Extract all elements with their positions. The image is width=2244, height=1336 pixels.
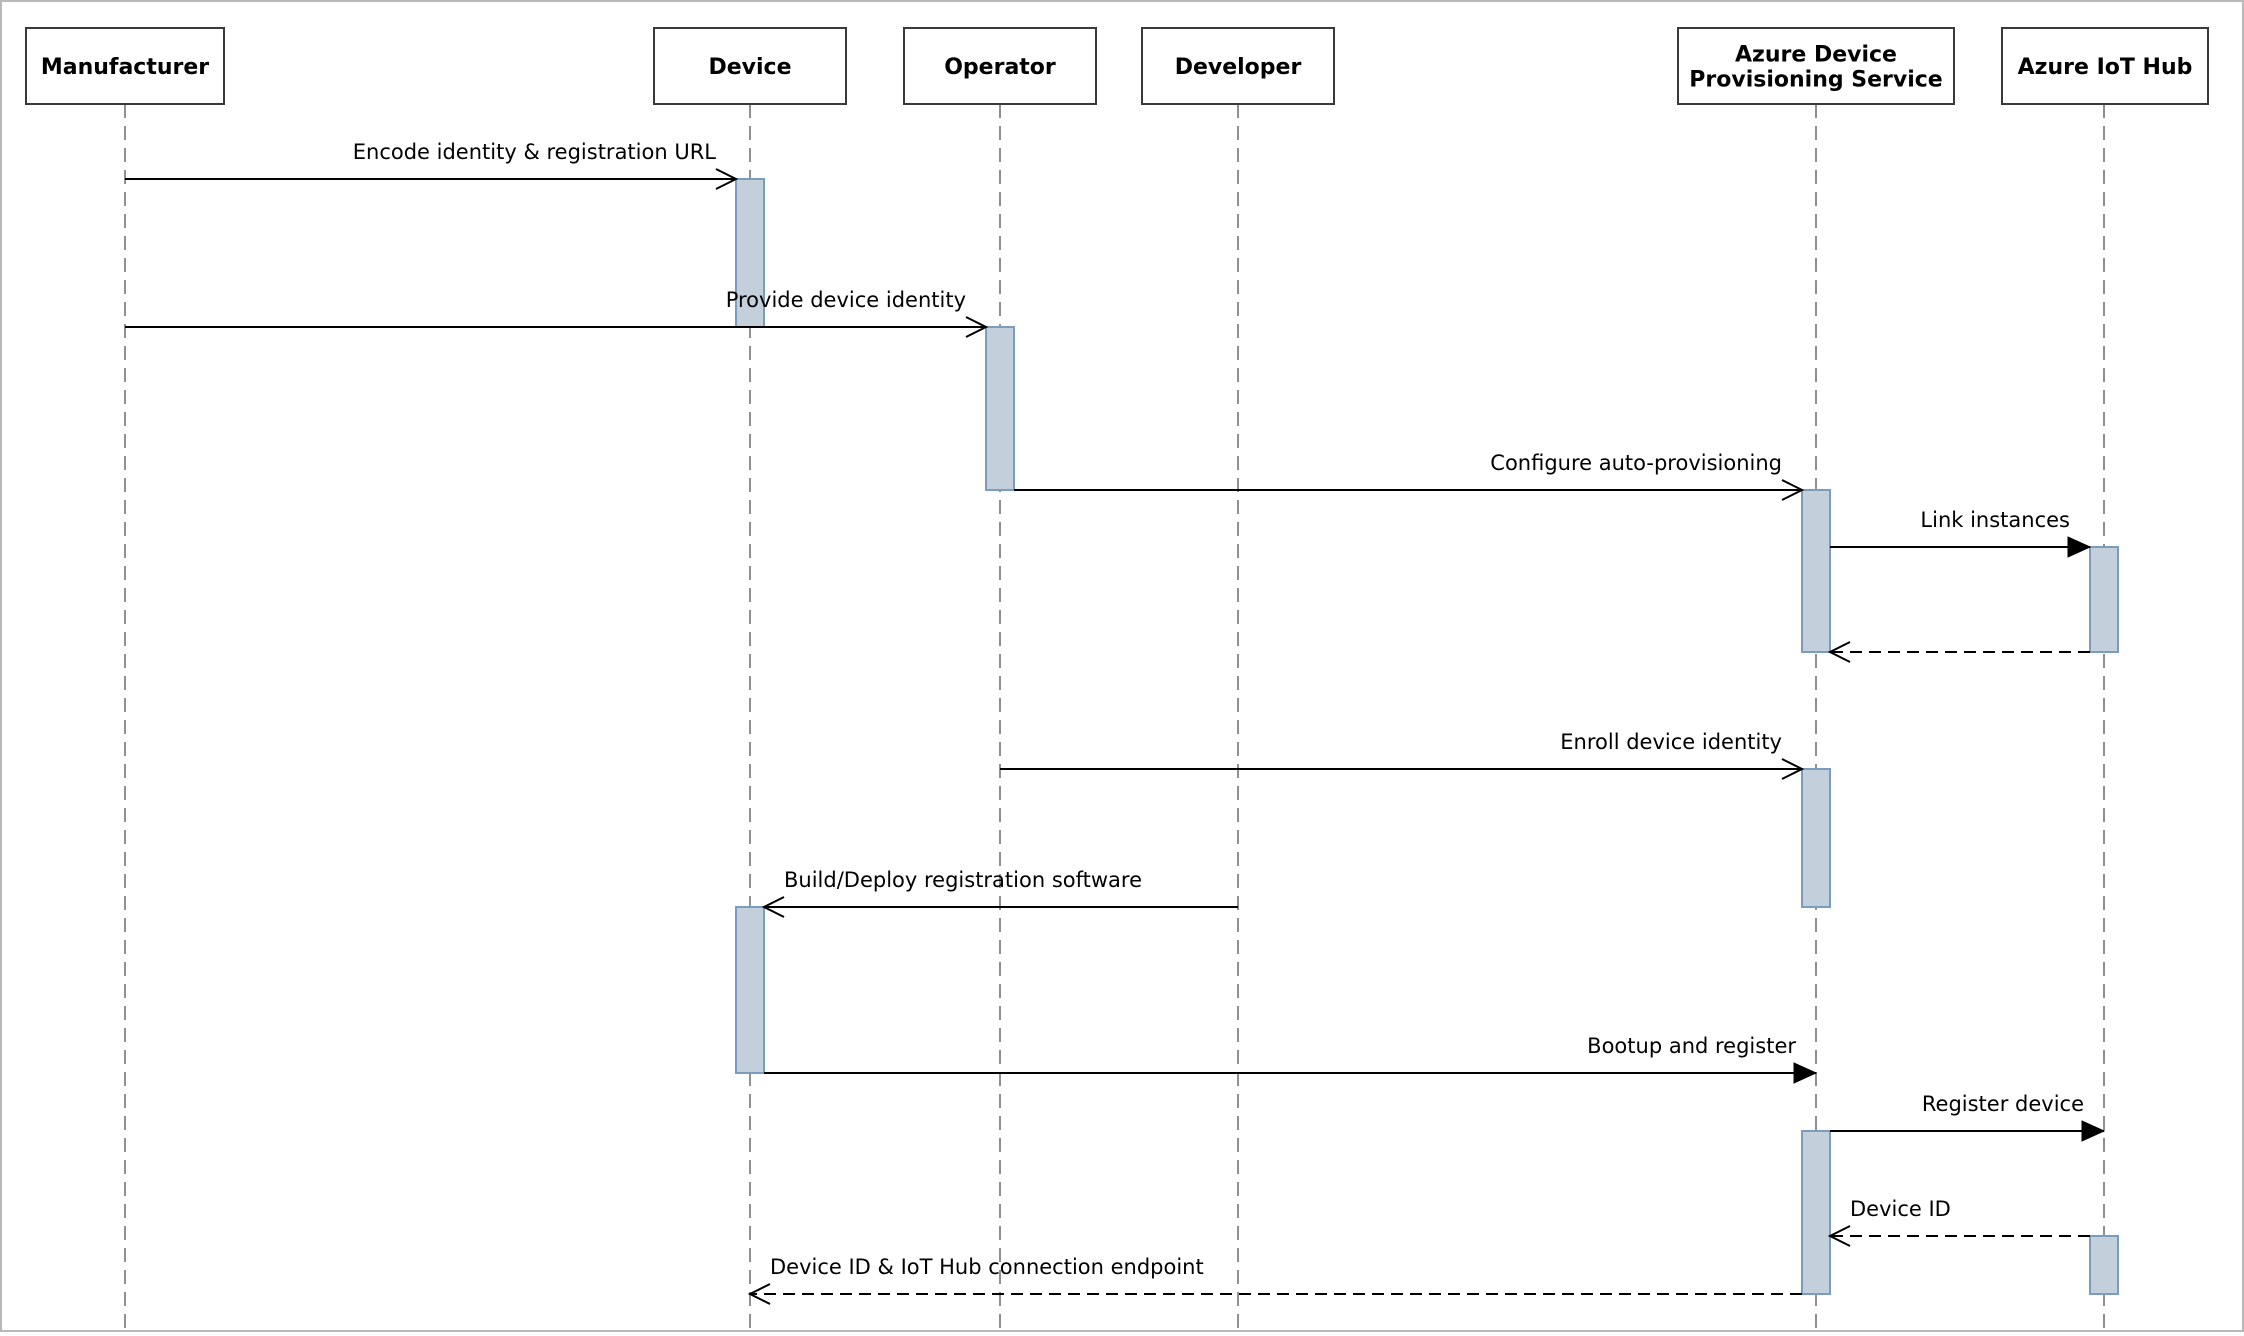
- actor-box-iothub: [2001, 27, 2209, 105]
- message-5: [1827, 641, 2090, 663]
- message-2: Provide device identity: [125, 288, 989, 338]
- actor-developer: Developer: [1141, 27, 1335, 105]
- message-label: Bootup and register: [1587, 1034, 1796, 1058]
- actors-layer: Manufacturer Device Operator Developer Azure…: [25, 27, 2209, 105]
- arrowhead-open: [715, 168, 739, 190]
- message-9: Register device: [1830, 1092, 2106, 1142]
- activation-iothub: [2089, 1235, 2119, 1295]
- message-10: Device ID: [1827, 1197, 2090, 1247]
- message-label: Device ID: [1850, 1197, 1951, 1221]
- arrowhead-open: [1827, 641, 1851, 663]
- message-11: Device ID & IoT Hub connection endpoint: [747, 1255, 1802, 1305]
- message-label: Enroll device identity: [1560, 730, 1782, 754]
- message-label: Device ID & IoT Hub connection endpoint: [770, 1255, 1204, 1279]
- activation-device: [735, 906, 765, 1074]
- message-8: Bootup and register: [764, 1034, 1818, 1084]
- arrowhead-open: [761, 896, 785, 918]
- actor-box-device: [653, 27, 847, 105]
- actor-box-dps: [1677, 27, 1955, 105]
- actor-device: Device: [653, 27, 847, 105]
- arrowhead-open: [1827, 1225, 1851, 1247]
- message-7: Build/Deploy registration software: [761, 868, 1238, 918]
- actor-operator: Operator: [903, 27, 1097, 105]
- message-1: Encode identity & registration URL: [125, 140, 739, 190]
- messages-layer: Encode identity & registration URL Provid…: [125, 140, 2106, 1305]
- message-label: Provide device identity: [726, 288, 966, 312]
- activation-iothub: [2089, 546, 2119, 653]
- activation-dps: [1801, 768, 1831, 908]
- actor-box-developer: [1141, 27, 1335, 105]
- actor-iothub: Azure IoT Hub: [2001, 27, 2209, 105]
- actor-label-dps: Azure Device: [1735, 43, 1897, 68]
- actor-label-developer: Developer: [1175, 55, 1302, 80]
- arrowhead-filled: [2067, 536, 2092, 558]
- actor-box-operator: [903, 27, 1097, 105]
- actor-manufacturer: Manufacturer: [25, 27, 225, 105]
- actor-box-manufacturer: [25, 27, 225, 105]
- message-3: Configure auto-provisioning: [1014, 451, 1805, 501]
- actor-label-device: Device: [708, 55, 791, 80]
- message-label: Encode identity & registration URL: [353, 140, 717, 164]
- actor-label-dps: Provisioning Service: [1689, 68, 1942, 93]
- arrowhead-open: [747, 1283, 771, 1305]
- message-4: Link instances: [1830, 508, 2092, 558]
- message-label: Configure auto-provisioning: [1490, 451, 1782, 475]
- actor-label-iothub: Azure IoT Hub: [2018, 55, 2193, 80]
- activation-operator: [985, 326, 1015, 491]
- arrowhead-open: [965, 316, 989, 338]
- actor-label-manufacturer: Manufacturer: [41, 55, 209, 80]
- message-6: Enroll device identity: [1000, 730, 1805, 780]
- message-label: Register device: [1922, 1092, 2084, 1116]
- arrowhead-open: [1781, 479, 1805, 501]
- arrowhead-filled: [2081, 1120, 2106, 1142]
- activation-dps: [1801, 489, 1831, 653]
- actor-label-operator: Operator: [944, 55, 1056, 80]
- arrowhead-open: [1781, 758, 1805, 780]
- message-label: Link instances: [1920, 508, 2070, 532]
- arrowhead-filled: [1793, 1062, 1818, 1084]
- activation-dps: [1801, 1130, 1831, 1295]
- message-label: Build/Deploy registration software: [784, 868, 1142, 892]
